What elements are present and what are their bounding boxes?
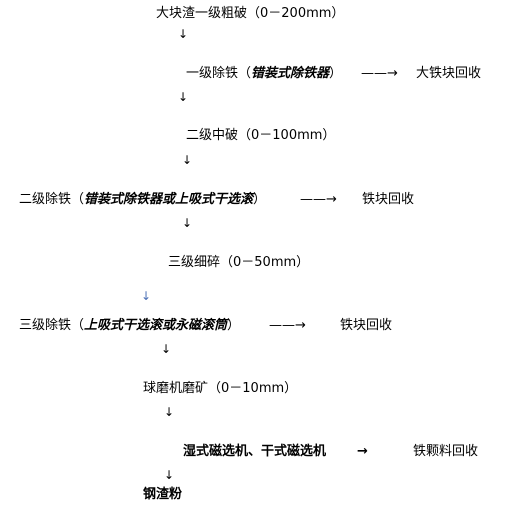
step-6-prefix: 三级除铁（ <box>19 318 85 333</box>
step-8-output: 铁颗料回收 <box>413 444 479 459</box>
step-4-right-arrow-icon: ——→ <box>300 192 337 207</box>
step-4-output: 铁块回收 <box>362 192 415 207</box>
step-4-prefix: 二级除铁（ <box>19 192 85 207</box>
step-2-equipment: 错装式除铁器 <box>251 66 330 81</box>
step-6-suffix: ） <box>227 318 241 333</box>
step-6-equipment: 上吸式干选滚或永磁滚筒 <box>84 318 228 333</box>
down-arrow-icon: ↓ <box>182 153 193 167</box>
step-2-suffix: ） <box>329 66 343 81</box>
down-arrow-icon: ↓ <box>164 468 175 482</box>
step-4-second-iron-removal: 二级除铁（错装式除铁器或上吸式干选滚） <box>19 192 266 208</box>
step-6-right-arrow-icon: ——→ <box>269 318 306 333</box>
step-4-suffix: ） <box>253 192 267 207</box>
down-arrow-icon: ↓ <box>178 27 189 41</box>
down-arrow-icon: ↓ <box>178 90 189 104</box>
step-7-ball-milling: 球磨机磨矿（0－10mm） <box>143 381 298 396</box>
step-4-equipment: 错装式除铁器或上吸式干选滚 <box>84 192 254 207</box>
step-5-fine-crushing: 三级细碎（0－50mm） <box>168 255 310 270</box>
down-arrow-icon: ↓ <box>164 405 175 419</box>
step-6-third-iron-removal: 三级除铁（上吸式干选滚或永磁滚筒） <box>19 318 240 334</box>
step-2-output: 大铁块回收 <box>416 66 482 81</box>
step-2-first-iron-removal: 一级除铁（错装式除铁器） <box>186 66 342 82</box>
down-arrow-icon: ↓ <box>141 289 152 303</box>
step-9-steel-slag-powder: 钢渣粉 <box>143 487 183 502</box>
step-8-magnetic-separation: 湿式磁选机、干式磁选机 <box>183 444 327 459</box>
step-1-primary-crushing: 大块渣一级粗破（0－200mm） <box>156 6 345 21</box>
down-arrow-icon: ↓ <box>182 216 193 230</box>
step-2-prefix: 一级除铁（ <box>186 66 252 81</box>
step-8-right-arrow-icon: → <box>357 444 368 459</box>
step-2-right-arrow-icon: ——→ <box>361 66 398 81</box>
step-6-output: 铁块回收 <box>340 318 393 333</box>
down-arrow-icon: ↓ <box>161 342 172 356</box>
step-3-secondary-crushing: 二级中破（0－100mm） <box>186 128 336 143</box>
